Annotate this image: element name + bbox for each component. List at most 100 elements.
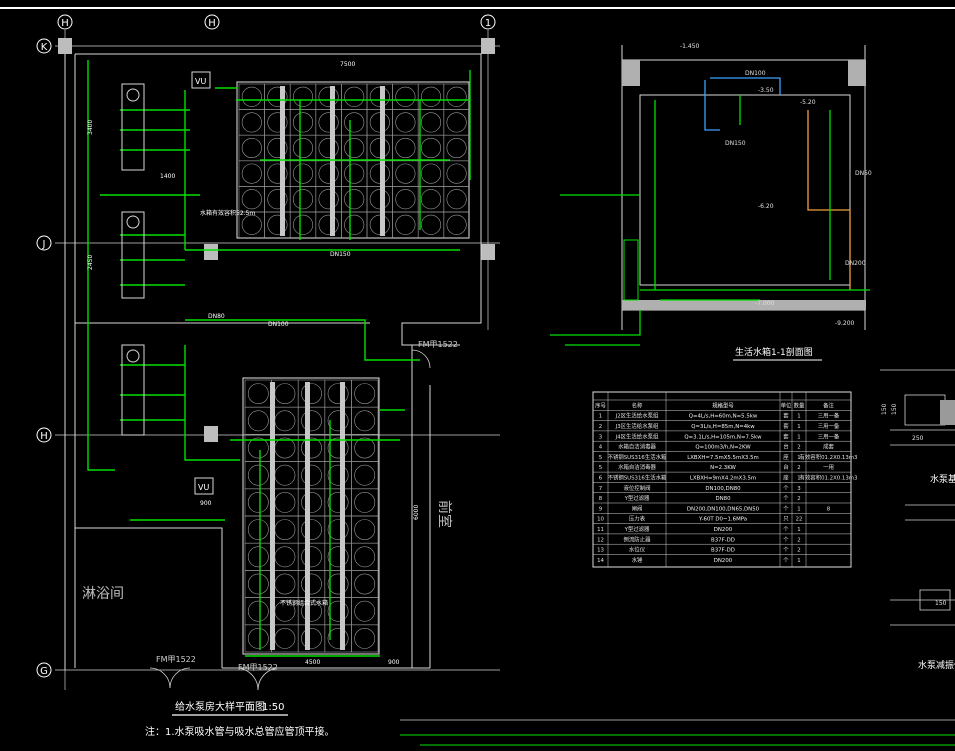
table-cell: 个 bbox=[783, 495, 789, 502]
tank-cell bbox=[341, 211, 368, 238]
door-label-fm-left: FM甲1522 bbox=[156, 655, 196, 664]
tank-cell-circle bbox=[241, 163, 262, 184]
tank-cell bbox=[366, 83, 393, 110]
tank-cell-circle bbox=[318, 163, 339, 184]
tank-cell-circle bbox=[395, 189, 416, 210]
tank-cell bbox=[315, 160, 342, 187]
level-4: -6.20 bbox=[758, 203, 774, 210]
tank-cell-circle bbox=[354, 600, 376, 622]
tank-cell-circle bbox=[327, 464, 349, 486]
pipes bbox=[87, 60, 471, 657]
section-label-dn100: DN100 bbox=[745, 70, 766, 77]
table-cell: 1 bbox=[797, 424, 800, 430]
tank-cell bbox=[443, 83, 470, 110]
tank-cell bbox=[271, 434, 299, 462]
tank-cell-circle bbox=[292, 214, 314, 235]
tank-cell bbox=[289, 83, 317, 110]
tank-cell-circle bbox=[369, 137, 390, 159]
tank-cell-circle bbox=[318, 112, 339, 133]
tank-cell-circle bbox=[354, 627, 376, 649]
tank-cell bbox=[289, 211, 317, 238]
upper-water-tank bbox=[236, 81, 470, 239]
table-cell: 5 bbox=[599, 455, 602, 461]
table-cell: 不锈钢SUS316生活水箱 bbox=[608, 474, 667, 482]
tank-cell-circle bbox=[354, 383, 376, 405]
table-cell: LXBXH=9mX4.2mX3.5m bbox=[690, 476, 756, 482]
tank-cell bbox=[238, 186, 265, 213]
room-name-anteroom: 前室 bbox=[436, 500, 453, 528]
tank-cell bbox=[324, 488, 352, 517]
tank-cell bbox=[244, 597, 272, 626]
dim-left-3: 1400 bbox=[160, 173, 175, 180]
tank-cell bbox=[271, 379, 299, 408]
tank-cell-circle bbox=[369, 163, 390, 184]
tank-cell-circle bbox=[318, 137, 339, 159]
detail-dim-1: 150 bbox=[881, 403, 888, 415]
table-header-cell: 备注 bbox=[823, 401, 834, 409]
tank-cell bbox=[264, 160, 291, 187]
tank-cell bbox=[238, 109, 265, 136]
grid-label-top-1: 1 bbox=[485, 18, 491, 29]
section-label-dn50: DN50 bbox=[855, 170, 872, 177]
tank-cell-circle bbox=[301, 573, 322, 595]
tank-cell-circle bbox=[327, 573, 349, 595]
table-cell: 11 bbox=[597, 527, 604, 533]
plan-scale: 1:50 bbox=[262, 702, 284, 713]
tank-cell bbox=[264, 186, 291, 213]
tank-cell-circle bbox=[354, 519, 376, 541]
table-cell: Q=3.1L/s,H=105m,N=7.5kw bbox=[684, 434, 762, 440]
table-cell: 1 bbox=[797, 527, 800, 533]
tank-cell bbox=[289, 160, 317, 187]
door-swings bbox=[149, 349, 431, 691]
tank-cell-circle bbox=[241, 112, 262, 133]
tank-cell-circle bbox=[292, 189, 314, 210]
tank-cell bbox=[297, 379, 326, 408]
tank-cell bbox=[366, 134, 393, 162]
table-cell: 成套 bbox=[823, 443, 834, 451]
level-3: -5.20 bbox=[800, 99, 816, 106]
tank-cell-circle bbox=[344, 86, 365, 107]
plan-title: 给水泵房大样平面图 bbox=[175, 700, 265, 713]
table-cell: 3 bbox=[797, 486, 800, 492]
tank-cell-circle bbox=[301, 491, 322, 513]
table-cell: 三用一备 bbox=[818, 412, 840, 420]
tank-cell bbox=[244, 488, 272, 517]
table-cell: 个 bbox=[783, 557, 789, 564]
table-cell: 10 bbox=[597, 517, 604, 523]
table-cell: DN200,DN100,DN65,DN50 bbox=[687, 506, 760, 512]
tank-cell bbox=[244, 542, 272, 571]
grid-bubble-left-1 bbox=[36, 38, 52, 54]
table-cell: 6 bbox=[599, 476, 603, 482]
table-cell: 12 bbox=[597, 537, 604, 543]
tank-cell bbox=[366, 160, 393, 187]
tank-section: -1.450 -3.50 -5.20 -6.20 -7.000 -9.200 D… bbox=[550, 43, 872, 361]
tank-cell-circle bbox=[354, 437, 376, 459]
tank-cell bbox=[297, 515, 326, 544]
table-cell: DN80 bbox=[715, 496, 731, 502]
table-cell: 水锤 bbox=[632, 556, 643, 564]
table-cell: Y型过滤器 bbox=[624, 494, 650, 502]
tank-cell bbox=[341, 134, 368, 162]
tank-cell-circle bbox=[241, 189, 262, 210]
tank-cell-circle bbox=[395, 112, 416, 133]
tank-cell-circle bbox=[301, 519, 322, 541]
tank-cell-circle bbox=[274, 546, 296, 568]
tank-cell-circle bbox=[446, 137, 467, 159]
tank-cell bbox=[324, 434, 352, 462]
section-label-dn200: DN200 bbox=[845, 260, 866, 267]
tank-cell-circle bbox=[247, 519, 269, 541]
table-cell: 三用一备 bbox=[818, 432, 840, 440]
tank-cell-circle bbox=[247, 627, 269, 649]
section-title: 生活水箱1-1剖面图 bbox=[735, 346, 813, 358]
tank-cell bbox=[366, 109, 393, 136]
table-cell: J3区生活给水泵组 bbox=[615, 422, 659, 430]
table-cell: 8 bbox=[827, 506, 831, 512]
table-cell: B37F-DD bbox=[711, 537, 735, 543]
tank-cell bbox=[324, 597, 352, 626]
tank-cell bbox=[324, 515, 352, 544]
tank-cell-circle bbox=[446, 214, 467, 235]
tank-cell bbox=[341, 160, 368, 187]
table-cell: 1 bbox=[797, 558, 800, 564]
tank-cell bbox=[238, 83, 265, 110]
